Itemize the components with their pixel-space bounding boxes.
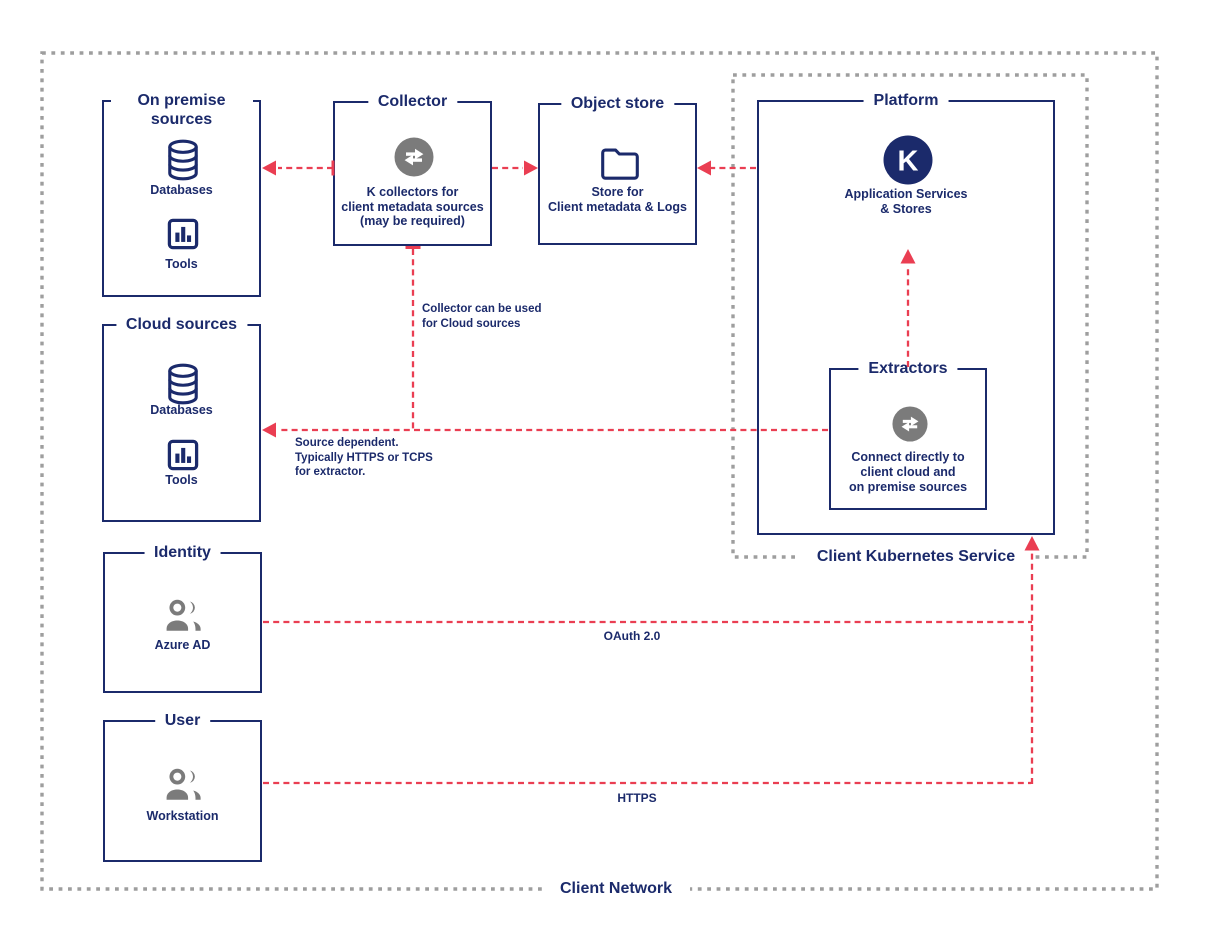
k-logo: K <box>883 135 933 185</box>
bar-chart-icon <box>167 439 199 471</box>
oauth-label: OAuth 2.0 <box>603 629 661 643</box>
item-label: Workstation <box>146 809 219 823</box>
database-icon <box>168 363 198 405</box>
people-icon <box>166 768 201 800</box>
swap-arrows-icon <box>892 406 928 442</box>
box-description: Connect directly to client cloud and on … <box>848 450 968 494</box>
box-title: Identity <box>144 543 221 563</box>
https-label: HTTPS <box>617 791 657 805</box>
box-title: On premise sources <box>110 91 253 129</box>
box-description: Application Services & Stores <box>844 187 968 216</box>
box-title: Extractors <box>858 359 958 379</box>
collector-note: Collector can be used for Cloud sources <box>422 303 542 330</box>
arrowhead-right <box>524 160 538 176</box>
item-label: Databases <box>150 403 213 417</box>
box-title: Cloud sources <box>115 315 248 335</box>
arrowhead-left <box>262 160 276 176</box>
box-title: Platform <box>863 91 949 111</box>
database-icon <box>168 139 198 181</box>
client-network-label: Client Network <box>541 878 691 900</box>
box-description: K collectors for client metadata sources… <box>341 185 484 228</box>
bar-chart-icon <box>167 218 199 250</box>
source-dependent-note: Source dependent. Typically HTTPS or TCP… <box>295 437 433 478</box>
item-label: Databases <box>150 183 213 197</box>
box-title: User <box>154 711 211 731</box>
user-box: User Workstation <box>103 711 262 862</box>
arrowhead-left <box>697 160 711 176</box>
cloud-sources-box: Cloud sources Databases Tools <box>102 315 261 522</box>
arrowhead-left <box>262 422 276 438</box>
on-premise-sources-box: On premise sources Databases Tools <box>102 91 261 297</box>
kubernetes-service-label: Client Kubernetes Service <box>798 546 1034 568</box>
folder-icon <box>601 148 639 180</box>
identity-box: Identity Azure AD <box>103 543 262 693</box>
box-title: Object store <box>560 94 675 114</box>
extractors-box: Extractors Connect directly to client cl… <box>829 359 987 510</box>
svg-text:K: K <box>898 146 919 178</box>
item-label: Azure AD <box>154 638 211 652</box>
people-icon <box>166 599 201 631</box>
item-label: Tools <box>165 257 198 271</box>
object-store-box: Object store Store for Client metadata &… <box>538 94 697 245</box>
item-label: Tools <box>165 473 198 487</box>
collector-box: Collector K collectors for client metada… <box>333 92 492 246</box>
box-description: Store for Client metadata & Logs <box>548 185 687 214</box>
platform-box: Platform K Application Services & Stores… <box>757 91 1055 535</box>
swap-arrows-icon <box>394 137 434 177</box>
box-title: Collector <box>367 92 458 112</box>
